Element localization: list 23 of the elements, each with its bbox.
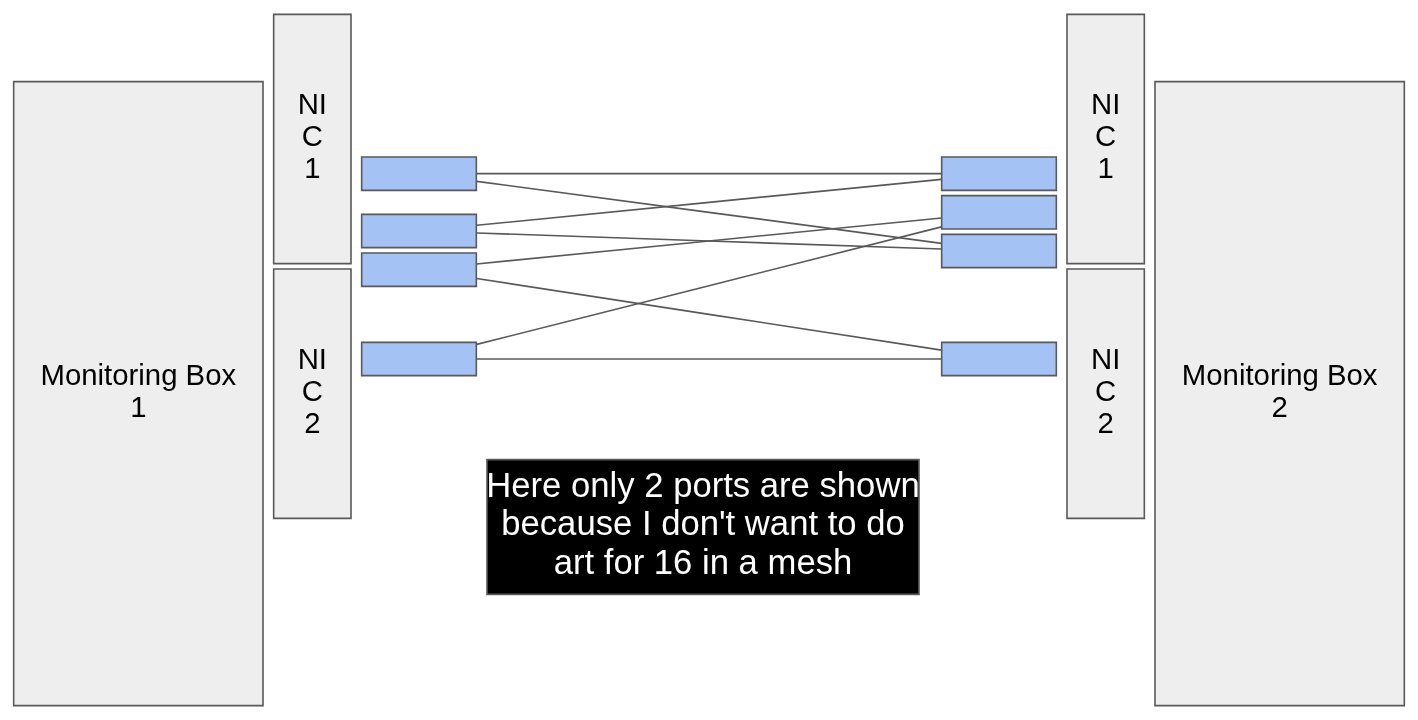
node-box [360, 213, 478, 249]
connector [475, 232, 943, 250]
node-box [360, 252, 478, 288]
node-box [940, 156, 1058, 192]
node-box: NI C 2 [1066, 268, 1146, 520]
connector [475, 358, 943, 360]
node-box [940, 194, 1058, 230]
node-box [940, 233, 1058, 269]
node-box: Monitoring Box 1 [12, 80, 264, 707]
node-box [360, 341, 478, 377]
node-box: NI C 1 [1066, 13, 1146, 265]
node-box: NI C 1 [272, 13, 352, 265]
connector [475, 178, 943, 227]
node-box: Monitoring Box 2 [1154, 80, 1406, 707]
node-box: NI C 2 [272, 268, 352, 520]
node-box: Here only 2 ports are shown because I don't want to do art for 16 in a mesh [486, 458, 920, 596]
connector [475, 217, 943, 265]
connector [475, 226, 943, 346]
connector [475, 172, 943, 175]
node-box [360, 156, 478, 192]
connector [475, 180, 943, 245]
connector [475, 277, 943, 351]
node-box [940, 341, 1058, 377]
